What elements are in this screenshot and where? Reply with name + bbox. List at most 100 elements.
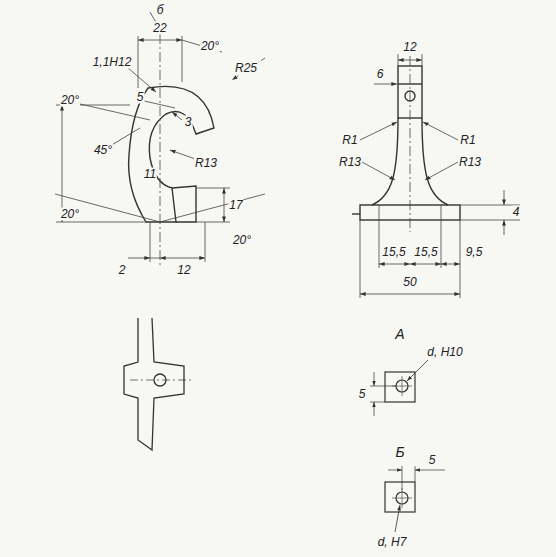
side-view-dimensions-stroke: [410, 264, 441, 265]
view-letter: А: [394, 328, 405, 341]
detail-a-stroke: [407, 360, 428, 381]
detail-b-stroke: [402, 466, 403, 490]
dimension-label: 4: [512, 206, 521, 219]
dimension-label: R1: [459, 134, 476, 147]
side-view-dimensions-stroke: [360, 294, 460, 295]
side-view-dimensions-stroke: [360, 220, 361, 298]
side-view-dimensions-stroke: [504, 190, 505, 205]
left-view-dimensions-stroke: [205, 222, 206, 262]
view-letter: Б: [394, 446, 405, 459]
detail-a-stroke: [374, 372, 375, 386]
left-view-dimensions-stroke: [80, 104, 150, 120]
left-view-dimensions-stroke: [56, 222, 146, 223]
left-view-dimensions-stroke: [55, 194, 160, 222]
side-view: [352, 66, 460, 220]
side-view-dimensions-stroke: [441, 205, 442, 268]
top-view: [124, 318, 192, 450]
dimension-label: 15,5: [413, 246, 438, 259]
dimension-label: 5: [136, 91, 145, 104]
dimension-label: R1: [341, 134, 358, 147]
dimension-label: 6: [376, 68, 385, 81]
left-view-dimensions-stroke: [140, 100, 175, 108]
left-view-dimensions: [55, 12, 265, 266]
left-view-dimensions-stroke: [160, 194, 265, 222]
left-view-stroke: [172, 186, 196, 222]
left-view-dimensions-stroke: [138, 40, 182, 41]
left-view-dimensions-stroke: [232, 58, 265, 80]
left-view-dimensions-stroke: [62, 105, 63, 222]
dimension-label: 20°: [60, 94, 80, 107]
detail-b-stroke: [395, 505, 400, 532]
left-view-dimensions-stroke: [138, 36, 139, 88]
left-view-dimensions-stroke: [160, 34, 161, 266]
left-view-dimensions-stroke: [110, 128, 140, 146]
detail-b: [385, 466, 445, 532]
left-view-dimensions-stroke: [172, 112, 182, 120]
detail-a-stroke: [402, 376, 403, 396]
side-view-dimensions-stroke: [379, 205, 380, 268]
dimension-label: 15,5: [381, 246, 406, 259]
side-view-dimensions-stroke: [460, 220, 520, 221]
dimension-label: R13: [194, 157, 218, 170]
dimension-label: R13: [338, 156, 362, 169]
dimension-label: R13: [458, 156, 482, 169]
left-view-dimensions-stroke: [150, 222, 151, 262]
dimension-label: R25: [234, 62, 258, 75]
left-view-dimensions-stroke: [160, 258, 205, 259]
side-view-dimensions: [360, 54, 520, 298]
left-view-dimensions-stroke: [150, 258, 160, 259]
left-view-stroke: [129, 86, 214, 222]
left-view-dimensions-stroke: [128, 258, 150, 259]
dimension-label: 1,1Н12: [92, 56, 133, 69]
side-view-dimensions-stroke: [441, 264, 460, 265]
left-view-dimensions-stroke: [182, 40, 222, 52]
dimension-label: 5: [358, 388, 367, 401]
detail-a: [370, 360, 428, 416]
dimension-label: 20°: [60, 208, 80, 221]
view-letter: б: [156, 4, 165, 17]
dimension-label: 2: [118, 264, 127, 277]
dimension-label: 12: [176, 264, 191, 277]
side-view-dimensions-stroke: [425, 162, 458, 180]
dimension-label: 11: [143, 168, 157, 181]
dimension-label: 3: [184, 116, 193, 129]
side-view-dimensions-stroke: [410, 56, 411, 232]
dimension-label: 17: [228, 199, 243, 212]
dimension-label: 50: [402, 276, 417, 289]
dimension-label: 9,5: [465, 246, 484, 259]
left-view: [129, 86, 214, 222]
dimension-label: 5: [428, 454, 437, 467]
side-view-dimensions-stroke: [362, 162, 395, 180]
detail-a-stroke: [370, 402, 385, 403]
side-view-stroke: [352, 213, 360, 214]
detail-b-stroke: [385, 482, 415, 512]
detail-b-stroke: [415, 470, 445, 471]
side-view-dimensions-stroke: [504, 220, 505, 235]
side-view-dimensions-stroke: [360, 122, 397, 140]
detail-b-stroke: [415, 466, 416, 482]
dimension-label: 20°: [232, 234, 252, 247]
top-view-stroke: [124, 318, 184, 450]
dimension-label: 45°: [93, 144, 113, 157]
top-view-stroke: [130, 380, 192, 381]
left-view-dimensions-stroke: [196, 222, 230, 223]
detail-b-stroke: [388, 470, 402, 471]
detail-a-stroke: [385, 372, 415, 402]
left-view-dimensions-stroke: [182, 36, 183, 82]
detail-a-stroke: [374, 402, 375, 416]
left-view-dimensions-stroke: [196, 188, 230, 189]
side-view-dimensions-stroke: [460, 220, 461, 298]
dimension-label: d, H7: [377, 536, 408, 549]
dimension-label: 20°: [200, 40, 220, 53]
side-view-dimensions-stroke: [398, 60, 422, 61]
left-view-dimensions-stroke: [128, 68, 156, 92]
side-view-dimensions-stroke: [423, 122, 458, 140]
dimension-label: d, H10: [426, 346, 463, 359]
detail-b-stroke: [402, 488, 403, 508]
side-view-dimensions-stroke: [374, 84, 397, 85]
side-view-dimensions-stroke: [379, 264, 410, 265]
dimension-label: 12: [402, 41, 417, 54]
dimension-label: 22: [152, 22, 167, 35]
